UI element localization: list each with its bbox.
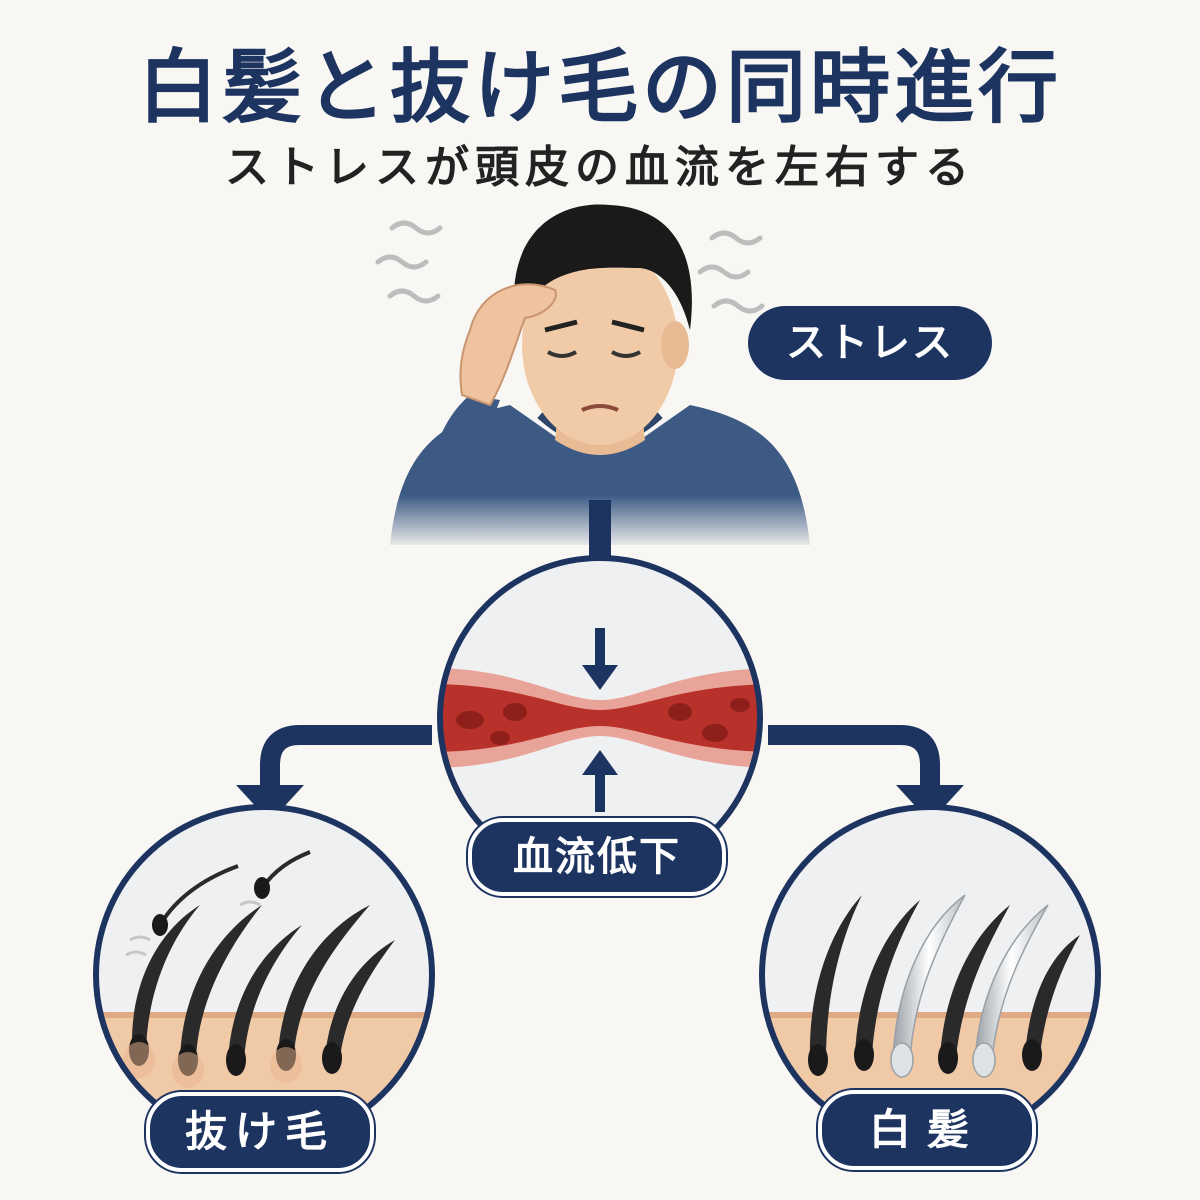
stressed-man-illustration — [375, 204, 820, 550]
arrow-head-left — [236, 785, 304, 822]
page-title: 白髪と抜け毛の同時進行 — [138, 41, 1062, 134]
arrow-head-right — [896, 785, 964, 822]
stress-shock-lines-icon — [375, 220, 765, 314]
vessel-constriction-icon — [437, 555, 763, 881]
arrow-to-hair-loss — [260, 725, 432, 790]
gray-hair-label: 白髪 — [818, 1090, 1036, 1170]
stress-label: ストレス — [748, 306, 992, 380]
hair-loss-label: 抜け毛 — [146, 1092, 374, 1172]
page-subtitle: ストレスが頭皮の血流を左右する — [225, 142, 975, 193]
blood-flow-decrease-label: 血流低下 — [468, 818, 726, 896]
arrow-to-gray-hair — [768, 725, 940, 790]
